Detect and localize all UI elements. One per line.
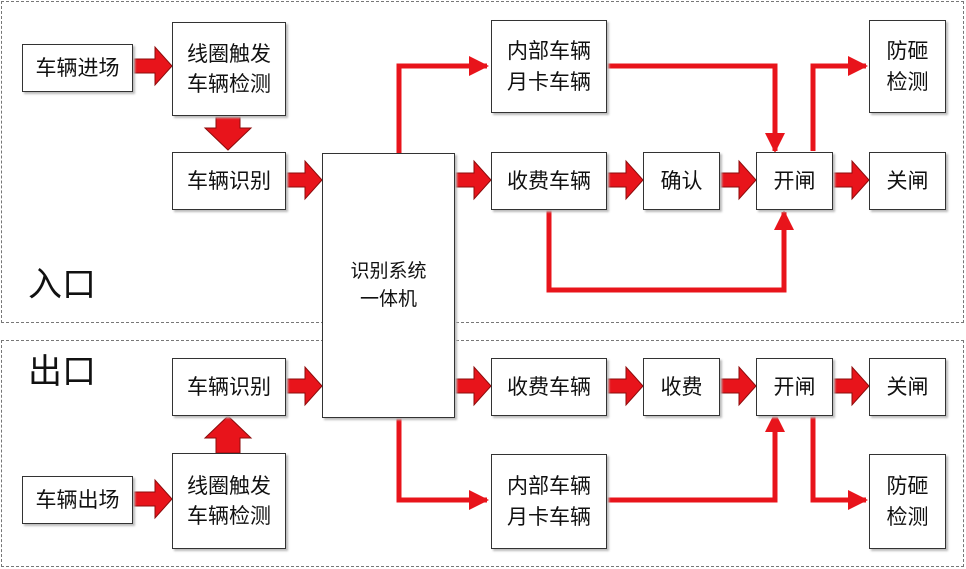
vehicle-enter-label: 车辆进场 [35, 55, 120, 80]
open-gate-box-entry: 开闸 [756, 152, 833, 210]
paid-vehicle-label-exit: 收费车辆 [507, 374, 591, 399]
internal-monthly-box-entry: 内部车辆 月卡车辆 [491, 20, 607, 113]
line-internal-to-open-entry [607, 63, 785, 153]
arrow-coil-to-recognition-exit [203, 415, 253, 454]
entry-zone-label: 入口 [28, 265, 96, 305]
internal-monthly-line2: 月卡车辆 [507, 69, 591, 94]
arrow-exit-to-coil [133, 478, 173, 520]
recognition-box-entry: 车辆识别 [172, 152, 286, 210]
arrow-open-to-close-exit [832, 365, 870, 407]
vehicle-enter-box: 车辆进场 [22, 44, 133, 92]
internal-monthly-exit-line1: 内部车辆 [507, 474, 591, 499]
anti-smash-box-entry: 防砸 检测 [869, 20, 946, 113]
anti-smash-exit-line1: 防砸 [886, 474, 929, 499]
anti-smash-line1: 防砸 [886, 39, 929, 64]
arrow-central-to-paid-entry [454, 159, 492, 201]
internal-monthly-exit-line2: 月卡车辆 [507, 504, 591, 529]
confirm-box: 确认 [643, 152, 720, 210]
arrow-central-to-paid-exit [454, 365, 492, 407]
vehicle-exit-label: 车辆出场 [35, 487, 120, 512]
charge-box: 收费 [643, 358, 720, 416]
coil-trigger-box-exit: 线圈触发 车辆检测 [172, 453, 286, 549]
internal-monthly-box-exit: 内部车辆 月卡车辆 [491, 454, 607, 549]
coil-trigger-exit-line1: 线圈触发 [187, 473, 271, 498]
arrow-recognition-to-central-exit [285, 365, 323, 407]
close-gate-box-entry: 关闸 [869, 152, 946, 210]
recognition-system-box: 识别系统 一体机 [322, 153, 455, 418]
coil-trigger-box-entry: 线圈触发 车辆检测 [172, 22, 286, 116]
open-gate-box-exit: 开闸 [756, 358, 833, 416]
line-central-to-internal-entry [396, 56, 489, 153]
entry-zone [1, 1, 964, 323]
charge-label: 收费 [660, 374, 703, 399]
line-central-to-internal-exit [396, 418, 489, 510]
arrow-recognition-to-central [285, 159, 323, 201]
internal-monthly-line1: 内部车辆 [507, 39, 591, 64]
close-gate-label-exit: 关闸 [886, 374, 929, 399]
recognition-box-exit: 车辆识别 [172, 358, 286, 416]
close-gate-box-exit: 关闸 [869, 358, 946, 416]
coil-trigger-exit-line2: 车辆检测 [187, 504, 271, 528]
anti-smash-line2: 检测 [886, 69, 929, 94]
arrow-coil-to-recognition [203, 116, 253, 151]
exit-zone-label: 出口 [28, 352, 96, 392]
coil-trigger-line1: 线圈触发 [187, 41, 271, 66]
arrow-paid-to-charge [606, 365, 644, 407]
vehicle-exit-box: 车辆出场 [22, 476, 133, 524]
arrow-confirm-to-open-entry [719, 159, 757, 201]
arrow-enter-to-coil [133, 45, 173, 87]
arrow-charge-to-open-exit [719, 365, 757, 407]
paid-vehicle-box-entry: 收费车辆 [491, 152, 607, 210]
central-line2: 一体机 [359, 287, 417, 310]
paid-vehicle-box-exit: 收费车辆 [491, 358, 607, 416]
coil-trigger-line2: 车辆检测 [187, 72, 271, 96]
arrow-paid-to-confirm [606, 159, 644, 201]
line-open-to-antismash-entry [810, 56, 868, 151]
paid-vehicle-label-entry: 收费车辆 [507, 168, 591, 193]
exit-zone [1, 340, 964, 567]
line-internal-to-open-exit [607, 412, 785, 503]
recognition-label-exit: 车辆识别 [187, 374, 271, 399]
open-gate-label-entry: 开闸 [773, 168, 816, 193]
recognition-label-entry: 车辆识别 [187, 168, 271, 193]
close-gate-label-entry: 关闸 [886, 168, 929, 193]
central-line1: 识别系统 [350, 259, 427, 282]
anti-smash-exit-line2: 检测 [886, 504, 929, 529]
confirm-label: 确认 [660, 168, 703, 193]
open-gate-label-exit: 开闸 [773, 374, 816, 399]
anti-smash-box-exit: 防砸 检测 [869, 454, 946, 549]
line-paid-to-open-entry [546, 210, 794, 293]
line-open-to-antismash-exit [810, 414, 868, 510]
arrow-open-to-close-entry [832, 159, 870, 201]
